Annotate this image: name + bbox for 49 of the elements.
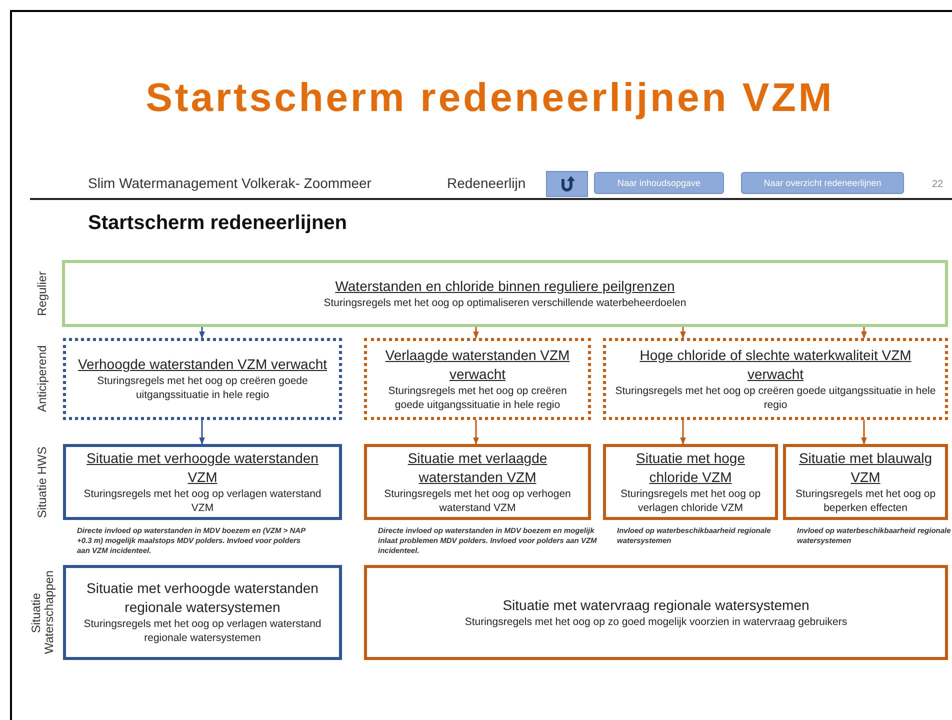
box-description: Sturingsregels met het oog op verlagen chloride VZM	[619, 486, 762, 516]
process-box	[364, 565, 948, 660]
arrow	[680, 420, 686, 445]
process-box	[62, 260, 948, 327]
row-label: Situatie Waterschappen	[30, 570, 58, 656]
box-heading: Situatie met watervraag regionale watersystemen	[502, 596, 810, 615]
box-heading: Verhoogde waterstanden VZM verwacht	[78, 355, 328, 374]
process-box	[63, 444, 342, 520]
slide-heading: Startscherm redeneerlijnen	[88, 212, 347, 235]
box-heading: Waterstanden en chloride binnen reguliere peilgrenzen	[335, 276, 675, 296]
arrow	[473, 327, 479, 339]
dotted-box	[364, 338, 591, 420]
overview-button: Naar overzicht redeneerlijnen	[741, 172, 904, 194]
arrow	[199, 327, 205, 339]
arrow	[861, 420, 867, 445]
process-box	[603, 444, 778, 520]
box-heading: Situatie met verlaagde waterstanden VZM	[406, 448, 548, 487]
box-description: Sturingsregels met het oog op beperken effecten	[794, 486, 937, 516]
page-number: 22	[932, 179, 944, 190]
slide-title: Startscherm redeneerlijnen VZM	[144, 76, 836, 121]
row-label: Regulier	[36, 270, 50, 318]
row-label: Anticiperend	[36, 344, 50, 414]
row-label: Situatie HWS	[36, 445, 50, 520]
contents-button: Naar inhoudsopgave	[594, 172, 724, 194]
header-title: Slim Watermanagement Volkerak- Zoommeer	[88, 175, 372, 191]
process-box	[364, 444, 591, 520]
box-description: Sturingsregels met het oog op verhogen waterstand VZM	[383, 486, 572, 516]
box-heading: Verlaagde waterstanden VZM verwacht	[384, 346, 571, 384]
box-description: Sturingsregels met het oog op creëren goede uitgangssituatie in hele regio	[614, 384, 937, 412]
box-description: Sturingsregels met het oog op creëren goede uitgangssituatie in hele regio	[96, 374, 309, 403]
box-description: Sturingsregels met het oog op creëren goede uitgangssituatie in hele regio	[387, 384, 568, 412]
box-description: Sturingsregels met het oog op verlagen waterstand VZM	[82, 486, 322, 516]
arrow	[680, 327, 686, 339]
box-heading: Situatie met verhoogde waterstanden regionale watersystemen	[86, 579, 320, 618]
process-box	[63, 565, 342, 660]
box-description: Sturingsregels met het oog op optimaliseren verschillende waterbeheerdoelen	[324, 296, 686, 310]
dotted-box	[63, 338, 342, 420]
arrow	[861, 327, 867, 339]
arrow	[199, 420, 205, 445]
dotted-box	[603, 338, 948, 420]
box-heading: Hoge chloride of slechte waterkwaliteit VZM verwacht	[638, 346, 912, 384]
process-box	[783, 444, 948, 520]
box-description: Sturingsregels met het oog op verlagen waterstand regionale watersystemen	[82, 617, 322, 646]
box-heading: Situatie met blauwalg VZM	[798, 448, 934, 487]
box-description: Sturingsregels met het oog op zo goed mogelijk voorzien in watervraag gebruikers	[464, 614, 848, 630]
arrow	[473, 420, 479, 445]
section-name: Redeneerlijn	[447, 175, 526, 191]
box-heading: Situatie met hoge chloride VZM	[635, 448, 746, 487]
box-heading: Situatie met verhoogde waterstanden VZM	[86, 448, 320, 487]
